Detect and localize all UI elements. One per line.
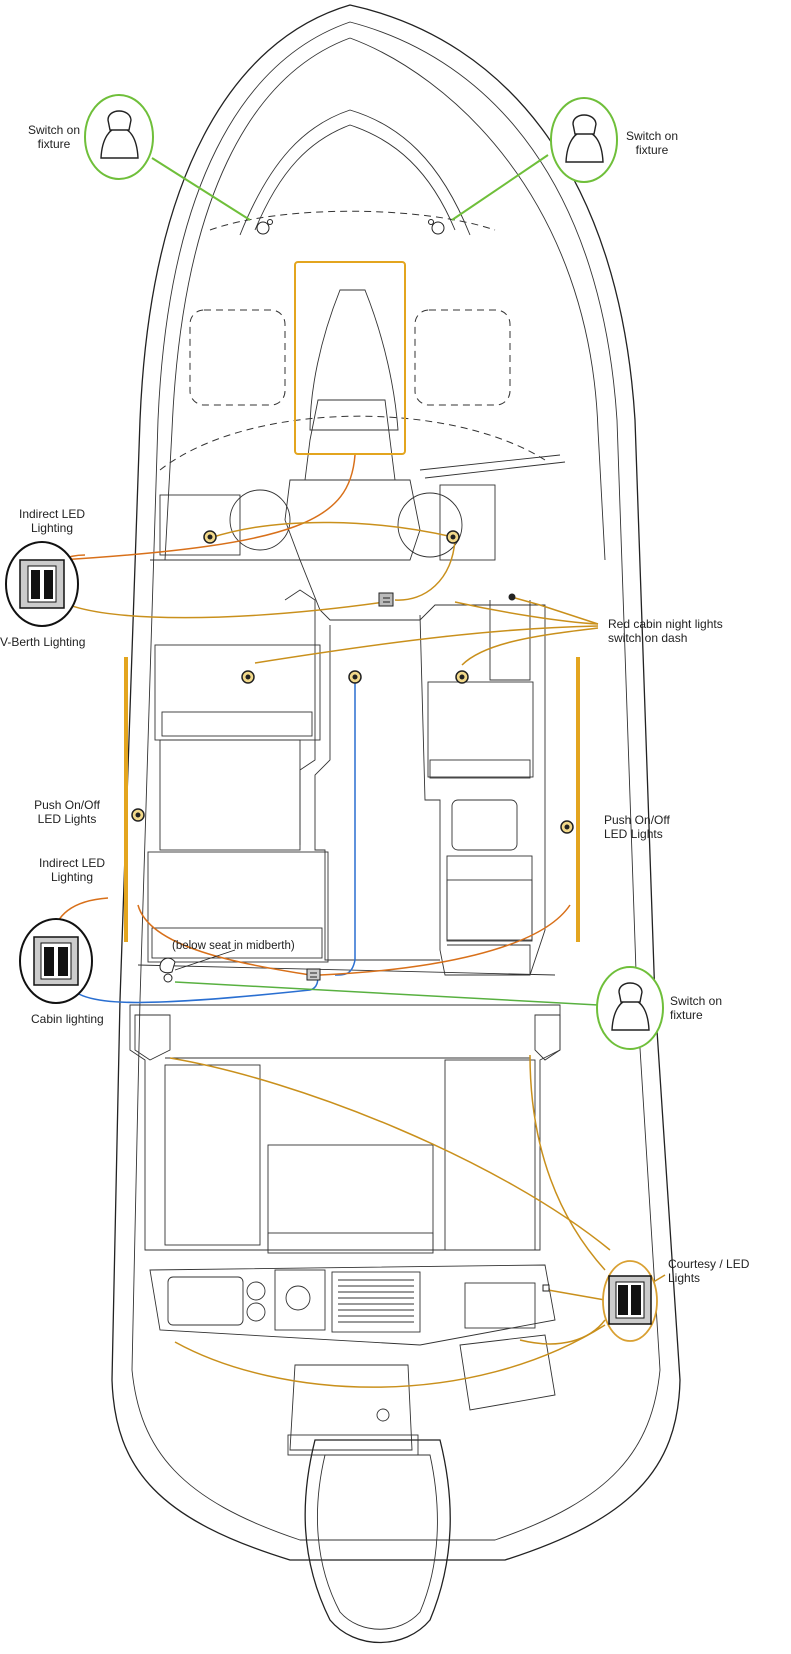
rocker-switch [631, 1285, 641, 1315]
bow-fixture-right [428, 219, 445, 235]
switch-fixture-callout-fwd-right [550, 97, 618, 183]
vent-slats [338, 1279, 414, 1323]
cabin-switch-panel [19, 918, 93, 1004]
bow-fixture-left [256, 219, 273, 235]
engine-hatch [267, 1144, 434, 1251]
outboard-motor [304, 1439, 451, 1644]
label-push-led-left: Push On/Off LED Lights [34, 798, 100, 826]
grill-vent [331, 1271, 421, 1333]
wire-night-lights [454, 601, 599, 625]
label-below-seat: (below seat in midberth) [172, 940, 295, 952]
label-courtesy-led: Courtesy / LED Lights [668, 1257, 750, 1285]
junction-box-fwd [378, 592, 394, 607]
switch-fixture-callout-fwd-left [84, 94, 154, 180]
label-indirect-led-mid: Indirect LED Lighting [38, 856, 106, 884]
dome-light [131, 808, 145, 822]
courtesy-switch-panel [602, 1260, 658, 1342]
leader-fwd-right [451, 154, 549, 221]
led-strips [124, 657, 580, 942]
wire-courtesy-1 [169, 1057, 611, 1251]
fwd-helm-seat-right [397, 492, 463, 558]
dome-light [455, 670, 469, 684]
wire-vberth-main [47, 589, 386, 619]
wire-green-cabin [174, 981, 599, 1006]
leader-below-seat [174, 949, 236, 971]
fwd-helm-seat-left [229, 489, 291, 551]
dome-light [203, 530, 217, 544]
fwd-hatch-left [189, 309, 286, 406]
dome-light [560, 820, 574, 834]
label-switch-fixture-fwd-right: Switch on fixture [625, 129, 679, 157]
dome-light [446, 530, 460, 544]
vberth-switch-panel [5, 541, 79, 627]
cockpit-seat-right [444, 1059, 536, 1251]
dome-lights [131, 530, 574, 834]
dome-light [241, 670, 255, 684]
wire-indirect-mid [137, 904, 311, 976]
label-vberth-lighting: V-Berth Lighting [0, 635, 86, 649]
label-switch-fixture-fwd-left: Switch on fixture [27, 123, 81, 151]
midberth-fixture-icon [159, 957, 176, 983]
label-cabin-lighting: Cabin lighting [31, 1012, 104, 1026]
cockpit-seat-left [164, 1064, 261, 1246]
rocker-switch [58, 947, 68, 976]
leader-fwd-left [151, 157, 251, 221]
wiring [44, 154, 666, 1388]
label-red-night-lights: Red cabin night lights switch on dash [608, 617, 723, 645]
switch-fixture-callout-cabin [596, 966, 664, 1050]
dome-light [348, 670, 362, 684]
label-push-led-right: Push On/Off LED Lights [604, 813, 670, 841]
rocker-switch [31, 570, 40, 599]
fwd-seat-left [159, 494, 241, 556]
fwd-hatch-right [414, 309, 511, 406]
stbd-berth [427, 681, 534, 778]
port-berth [154, 644, 321, 741]
rocker-switch [44, 947, 54, 976]
led-strip-stbd [576, 657, 580, 942]
rocker-switch [44, 570, 53, 599]
bow-indirect-led-zone [294, 261, 406, 455]
hull-outline [111, 4, 681, 1644]
label-indirect-led-top: Indirect LED Lighting [18, 507, 86, 535]
junction-box-aft [306, 968, 321, 981]
night-light-switch-point [508, 593, 516, 601]
wire-bow-to-indirect [59, 454, 356, 561]
wire-blue-cabin [334, 683, 356, 976]
label-switch-fixture-cabin: Switch on fixture [670, 994, 723, 1022]
led-strip-port [124, 657, 128, 942]
rocker-switch [618, 1285, 628, 1315]
